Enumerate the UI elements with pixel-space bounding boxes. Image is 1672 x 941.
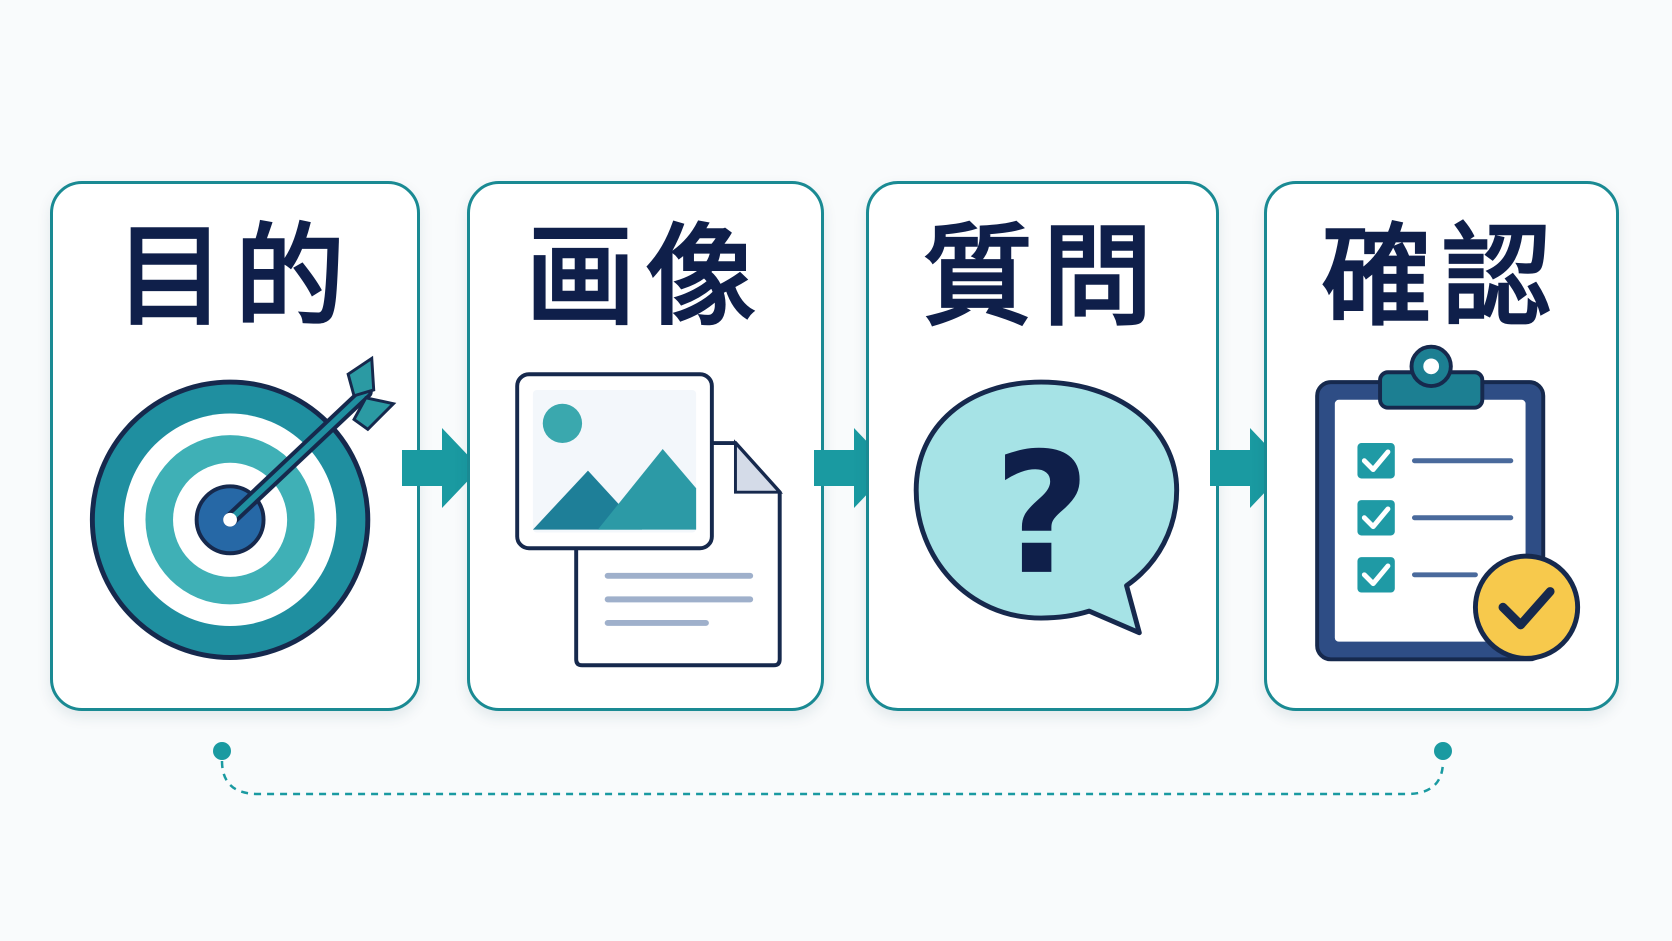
step-title-confirm: 確認 bbox=[1321, 213, 1562, 341]
step-title-purpose: 目的 bbox=[115, 213, 355, 341]
image-document-icon bbox=[515, 372, 784, 668]
step-title-question: 質問 bbox=[922, 213, 1163, 341]
step-title-image: 画像 bbox=[525, 213, 766, 341]
target-arrow-icon bbox=[89, 355, 397, 660]
checklist-clipboard-icon bbox=[1315, 344, 1581, 662]
step-card-image: 画像 bbox=[467, 181, 824, 711]
step-card-confirm: 確認 bbox=[1264, 181, 1619, 711]
right-arrow-icon bbox=[402, 428, 480, 508]
step-card-question: 質問 ? bbox=[866, 181, 1219, 711]
svg-text:?: ? bbox=[994, 418, 1091, 612]
question-bubble-icon: ? bbox=[913, 379, 1180, 636]
step-card-purpose: 目的 bbox=[50, 181, 420, 711]
